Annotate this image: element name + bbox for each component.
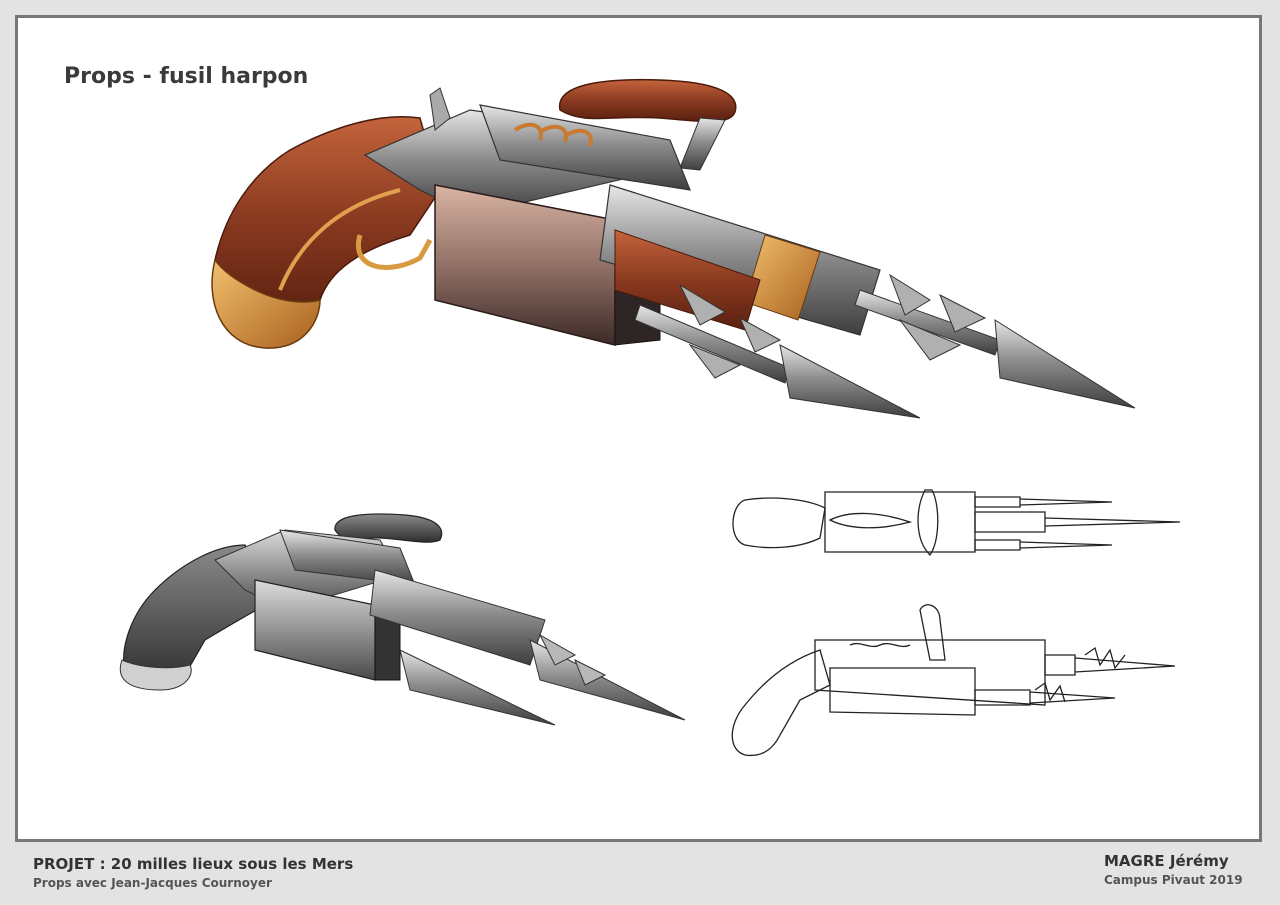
trigger-guard: [355, 234, 433, 270]
author-school: Campus Pivaut 2019: [1104, 873, 1243, 887]
sheet-title: Props - fusil harpon: [64, 64, 309, 89]
harpoon-gun-color-render: [211, 78, 1136, 419]
lower-harpoon-shaft: [634, 304, 791, 384]
main-barrel: [599, 184, 881, 336]
harpoon-gun-greyscale-render: [119, 513, 686, 726]
hammer: [429, 87, 451, 131]
brass-butt-cap: [211, 258, 321, 349]
project-subtitle: Props avec Jean-Jacques Cournoyer: [33, 876, 272, 890]
box-magazine: [434, 184, 616, 346]
author-name: MAGRE Jérémy: [1104, 852, 1229, 870]
lower-harpoon-tip: [779, 344, 921, 419]
upper-harpoon-tip: [994, 319, 1136, 409]
brass-inlay: [278, 188, 401, 291]
handle-bracket: [679, 117, 726, 171]
harpoon-gun-lineart-side-view: [731, 604, 1176, 757]
project-title: PROJET : 20 milles lieux sous les Mers: [33, 855, 354, 873]
harpoon-gun-lineart-top-view: [732, 489, 1181, 557]
top-handle: [559, 78, 737, 123]
